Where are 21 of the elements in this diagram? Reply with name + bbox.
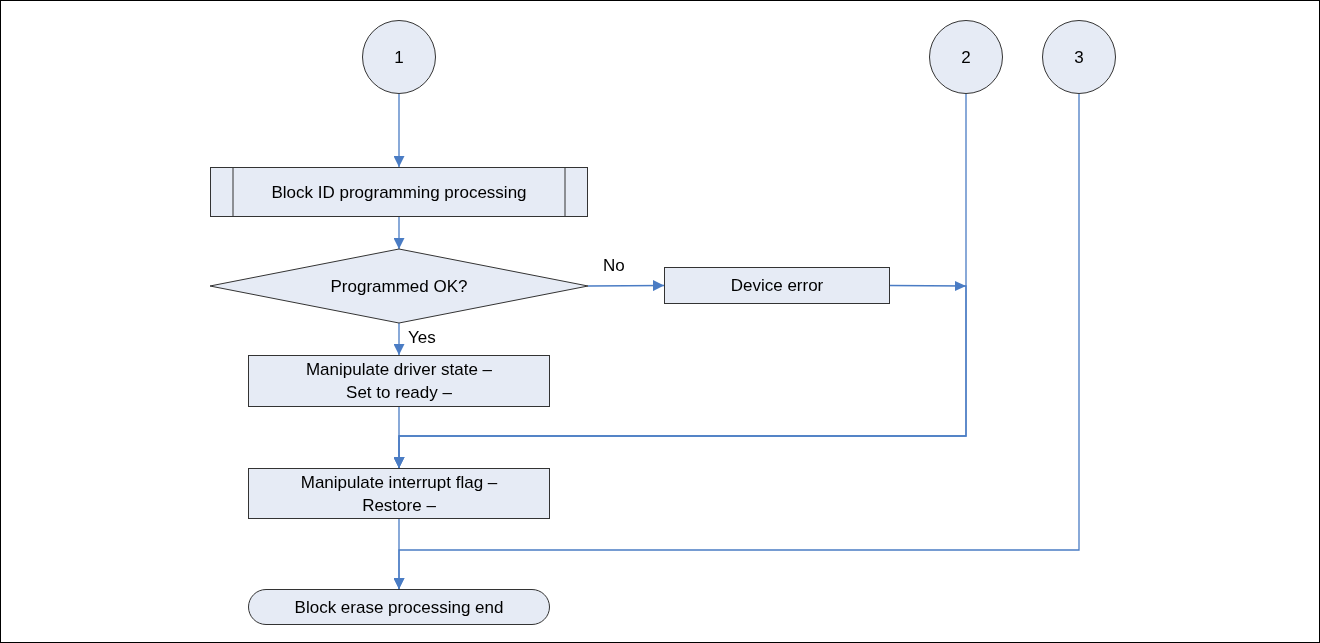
node-label: Manipulate driver state – Set to ready – xyxy=(304,359,494,404)
node-label: Programmed OK? xyxy=(330,275,468,298)
connector-arrow xyxy=(393,93,405,168)
node-label: 3 xyxy=(1074,46,1084,69)
process-box xyxy=(664,267,890,304)
node-label: Manipulate interrupt flag – Restore – xyxy=(299,471,499,517)
process-box xyxy=(248,468,550,519)
node-label: 1 xyxy=(394,46,404,69)
connector-arrow xyxy=(587,280,665,292)
node-label: 2 xyxy=(961,46,971,69)
node-label: Device error xyxy=(730,275,824,297)
node-label: Block erase processing end xyxy=(294,596,504,619)
connector-arrow xyxy=(393,284,967,469)
connector-arrow xyxy=(393,322,405,356)
connector-arrow xyxy=(393,216,405,250)
connector-arrow xyxy=(393,93,1080,590)
subprocess-box xyxy=(210,167,588,217)
process-box xyxy=(248,355,550,407)
decision-diamond xyxy=(210,249,588,323)
node-label: Block ID programming processing xyxy=(271,181,527,204)
terminal-box xyxy=(248,589,550,625)
